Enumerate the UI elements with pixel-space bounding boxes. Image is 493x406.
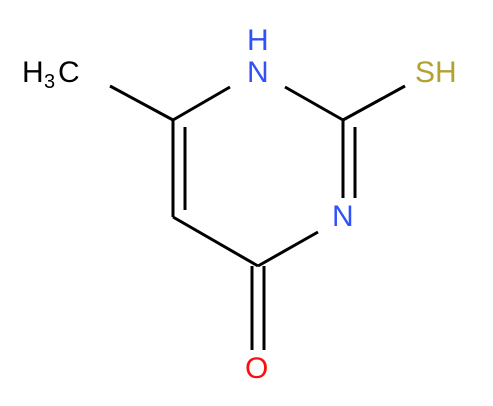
bonds	[109, 84, 406, 350]
thiol-label: SH	[415, 56, 457, 89]
n1-h-label: H	[247, 24, 269, 57]
oxygen-label: O	[245, 352, 268, 385]
n1-n-label: N	[247, 56, 269, 89]
n3-label: N	[332, 200, 354, 233]
bond-c6-methyl	[109, 84, 174, 122]
bond-c6-n1	[172, 85, 231, 122]
bond-n1-c2	[284, 85, 344, 122]
methyl-c-label: C	[58, 56, 80, 89]
bond-n3-c4	[257, 230, 319, 268]
methyl-h-label: H	[22, 56, 44, 89]
bond-c4-c5	[172, 215, 259, 268]
bond-c2-s	[342, 84, 406, 122]
methyl-subscript-label: 3	[44, 71, 55, 93]
atom-labels: H 3 C H N SH N O	[22, 24, 457, 385]
